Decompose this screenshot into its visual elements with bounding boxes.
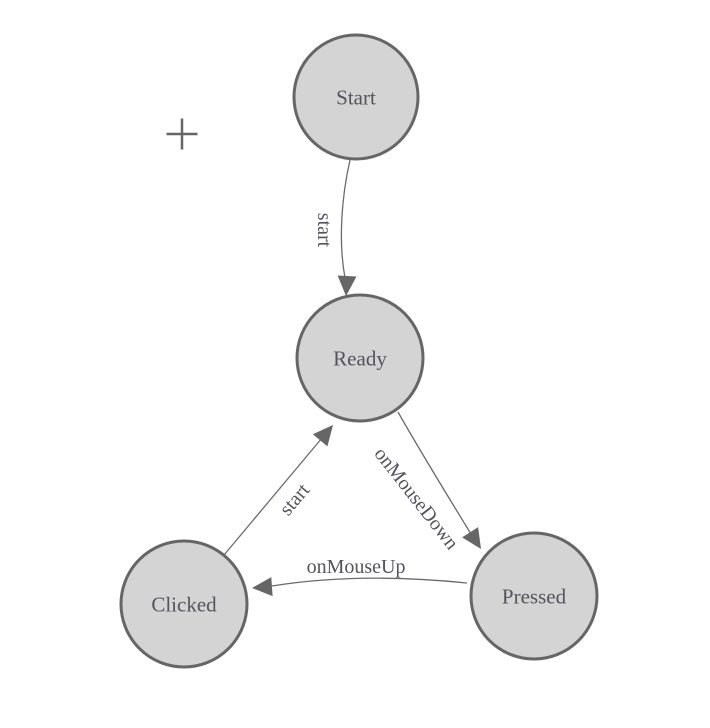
arrowhead-clicked-to-ready	[312, 425, 333, 447]
node-label-clicked: Clicked	[151, 592, 217, 616]
add-tool-icon[interactable]	[166, 118, 198, 150]
edge-clicked-to-ready[interactable]	[223, 437, 323, 556]
node-label-ready: Ready	[333, 346, 387, 370]
node-label-start: Start	[336, 85, 376, 109]
arrowhead-pressed-to-clicked	[252, 577, 273, 597]
arrowhead-start-to-ready	[337, 275, 357, 296]
edge-label-start-to-ready: start	[313, 213, 335, 248]
node-label-pressed: Pressed	[502, 584, 567, 608]
arrowhead-ready-to-pressed	[462, 527, 481, 549]
node-pressed[interactable]	[469, 531, 599, 661]
edge-pressed-to-clicked[interactable]	[271, 577, 468, 587]
node-start[interactable]	[292, 33, 420, 161]
edge-label-pressed-to-clicked: onMouseUp	[307, 556, 406, 578]
node-ready[interactable]	[295, 293, 425, 423]
edge-label-clicked-to-ready: start	[275, 479, 314, 520]
edge-ready-to-pressed[interactable]	[397, 411, 472, 535]
edge-start-to-ready[interactable]	[340, 159, 351, 279]
node-clicked[interactable]	[119, 539, 249, 669]
